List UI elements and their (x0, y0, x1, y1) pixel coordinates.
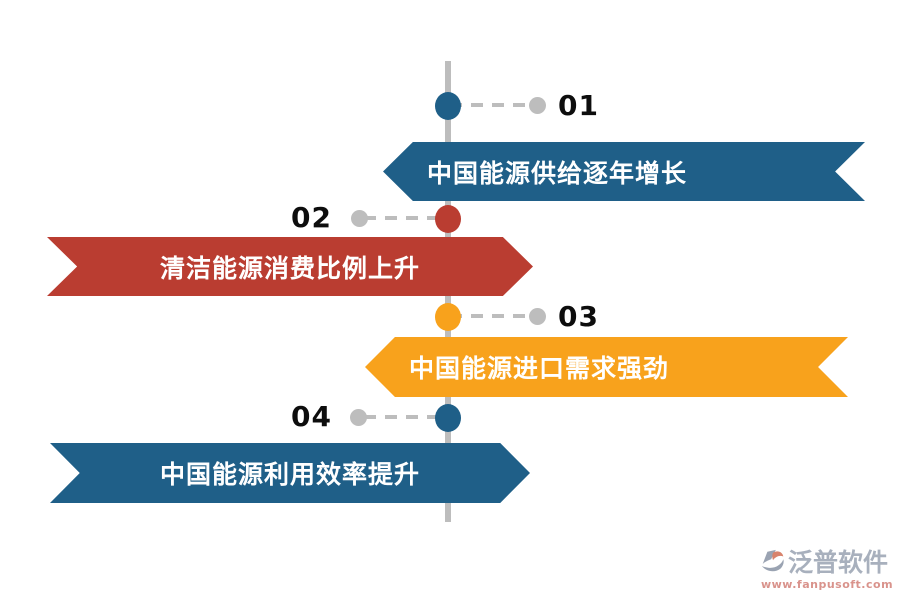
connector-endpoint-4 (350, 409, 367, 426)
step-number-4: 04 (291, 400, 332, 433)
timeline-dot-1 (435, 92, 461, 120)
timeline-dot-2 (435, 205, 461, 233)
banner-label-1: 中国能源供给逐年增长 (427, 158, 688, 188)
timeline-dot-3 (435, 303, 461, 331)
connector-endpoint-3 (529, 308, 546, 325)
watermark-url: www.fanpusoft.com (760, 578, 894, 591)
ribbon-banner-4: 中国能源利用效率提升 (50, 443, 530, 503)
banner-label-4: 中国能源利用效率提升 (159, 460, 420, 489)
watermark-row: 泛普软件 (758, 548, 896, 578)
connector-endpoint-1 (529, 97, 546, 114)
timeline-dot-4 (435, 404, 461, 432)
connector-endpoint-2 (351, 210, 368, 227)
connector-line-2 (364, 216, 446, 220)
ribbon-banner-1: 中国能源供给逐年增长 (383, 142, 865, 201)
connector-line-3 (450, 314, 532, 318)
step-number-1: 01 (558, 89, 599, 122)
banner-label-3: 中国能源进口需求强劲 (409, 354, 670, 383)
watermark: 泛普软件 www.fanpusoft.com (758, 548, 896, 591)
ribbon-banner-3: 中国能源进口需求强劲 (365, 337, 848, 397)
connector-line-4 (364, 415, 446, 419)
banner-label-2: 清洁能源消费比例上升 (159, 253, 420, 283)
step-number-2: 02 (291, 201, 332, 234)
step-number-3: 03 (558, 300, 599, 333)
ribbon-banner-2: 清洁能源消费比例上升 (47, 237, 533, 296)
watermark-brand: 泛普软件 (788, 548, 889, 577)
connector-line-1 (450, 103, 532, 107)
fanpu-logo-icon (761, 549, 784, 572)
